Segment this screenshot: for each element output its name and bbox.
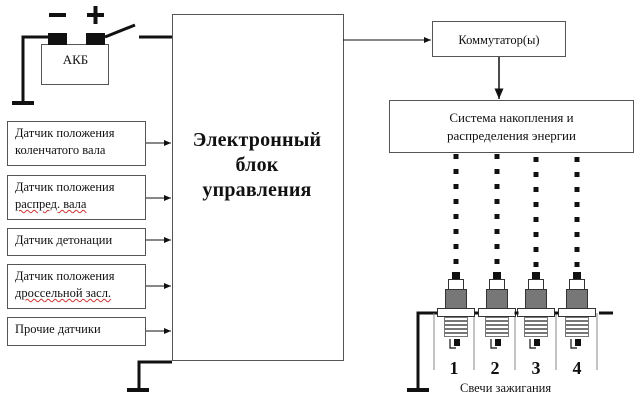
sensor-arrows bbox=[146, 140, 171, 334]
plug-thread bbox=[444, 317, 468, 337]
sensor-throttle-position: Датчик положения дроссельной засл. bbox=[7, 264, 146, 309]
sensor-knock: Датчик детонации bbox=[7, 228, 146, 256]
plugs-ground-wire bbox=[416, 311, 443, 390]
battery-positive-terminal bbox=[86, 33, 105, 45]
plugs-ground-icon bbox=[407, 388, 429, 392]
plug-thread bbox=[485, 317, 509, 337]
spark-plug-2 bbox=[478, 272, 516, 349]
sensor-other: Прочие датчики bbox=[7, 317, 146, 346]
spark-plug-3 bbox=[517, 272, 555, 349]
commutator-box: Коммутатор(ы) bbox=[432, 21, 566, 57]
high-voltage-wires bbox=[453, 154, 580, 276]
ecu-ground-wire bbox=[137, 360, 172, 390]
battery-negative-terminal bbox=[48, 33, 67, 45]
plug-number-4: 4 bbox=[572, 358, 582, 378]
plug-thread bbox=[524, 317, 548, 337]
spark-plug-1 bbox=[437, 272, 475, 349]
battery-ground-icon bbox=[12, 101, 34, 105]
ignition-switch-icon bbox=[104, 23, 136, 39]
spark-plugs-caption: Свечи зажигания bbox=[460, 381, 552, 395]
ecu-ground-icon bbox=[127, 388, 149, 392]
ecu-label: Электронный блок управления bbox=[192, 129, 322, 201]
battery bbox=[12, 6, 172, 105]
spark-plug-4 bbox=[558, 272, 596, 349]
plug-number-3: 3 bbox=[531, 358, 541, 378]
plug-thread bbox=[565, 317, 589, 337]
spark-plugs bbox=[437, 272, 596, 349]
sensor-crankshaft-position: Датчик положения коленчатого вала bbox=[7, 121, 146, 166]
battery-ground-wire bbox=[21, 35, 48, 103]
commutator-label: Коммутатор(ы) bbox=[458, 33, 540, 47]
plug-number-2: 2 bbox=[490, 358, 500, 378]
energy-system-box: Система накопления и распределения энерг… bbox=[389, 100, 634, 153]
minus-sign bbox=[49, 13, 66, 17]
plus-sign bbox=[87, 6, 104, 24]
battery-label: АКБ bbox=[62, 52, 89, 67]
ecu-box bbox=[172, 14, 344, 361]
plug-number-1: 1 bbox=[449, 358, 459, 378]
sensor-camshaft-position: Датчик положения распред. вала bbox=[7, 175, 146, 220]
